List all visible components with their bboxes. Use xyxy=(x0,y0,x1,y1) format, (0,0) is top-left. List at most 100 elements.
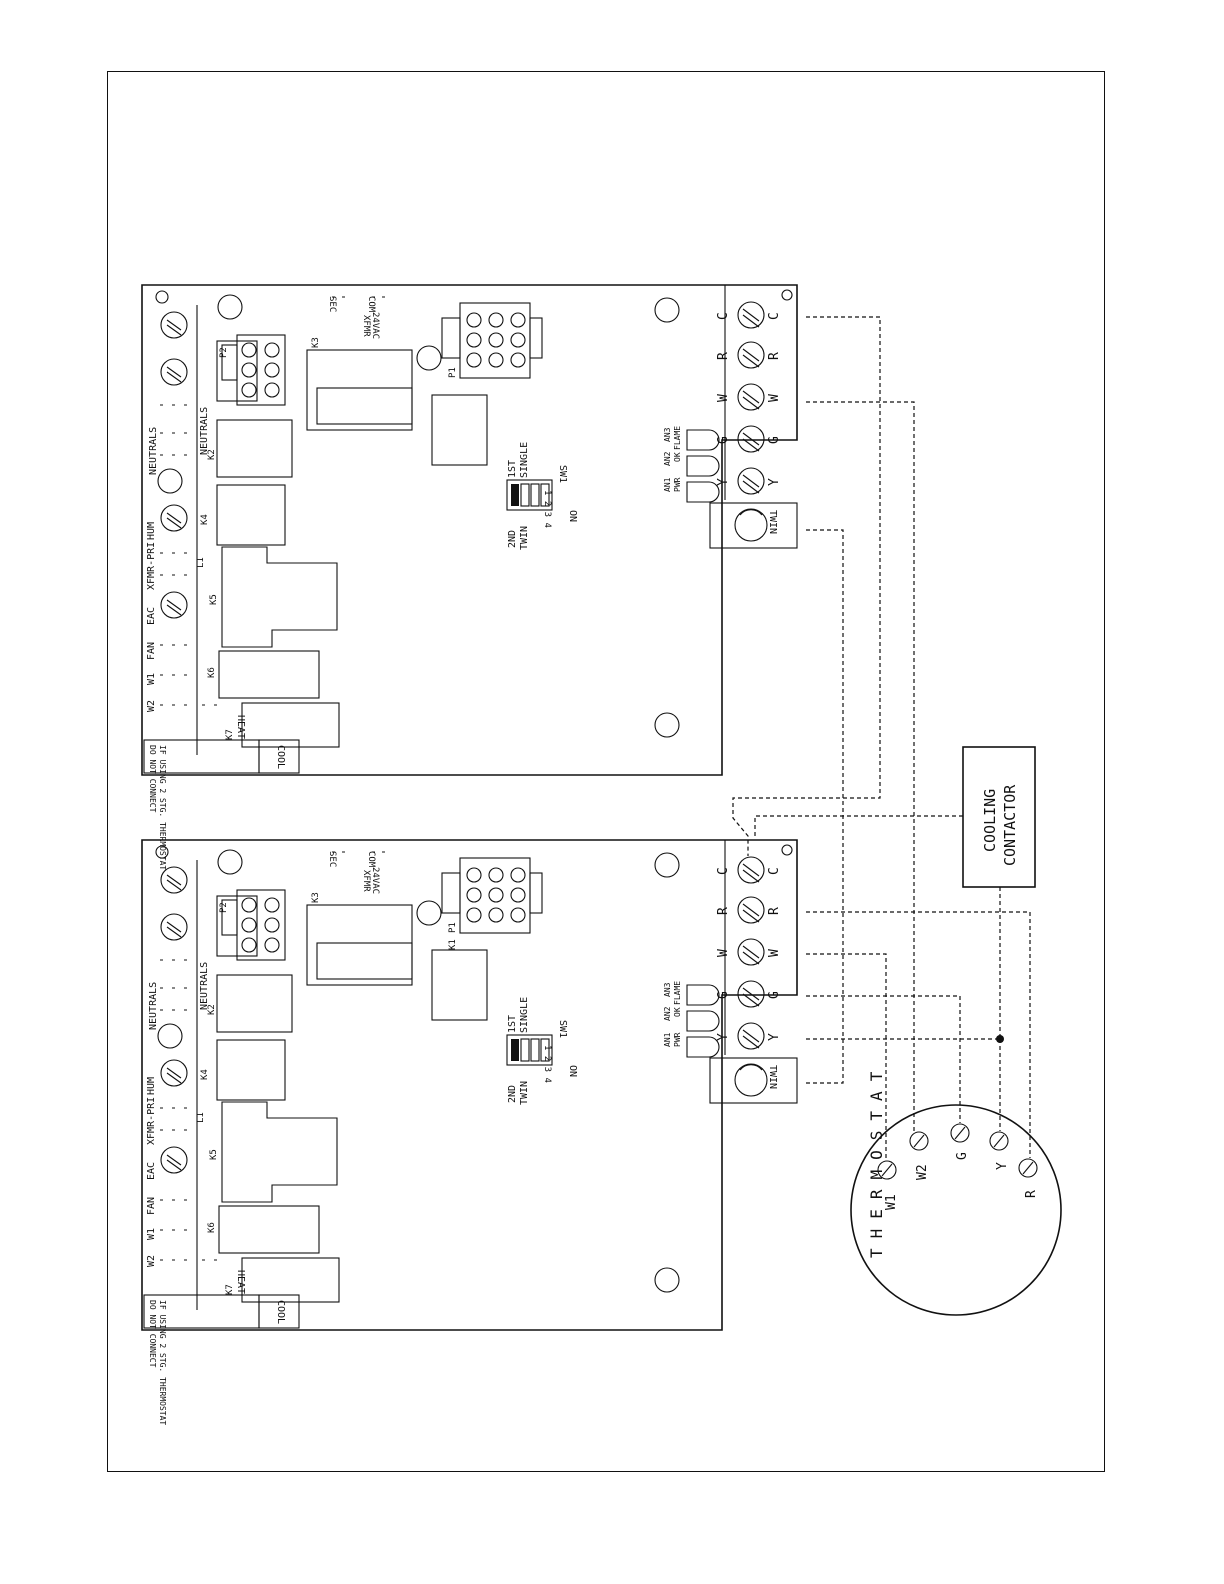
twin-2nd-label: 2ND xyxy=(507,1085,518,1103)
term-c-right: C xyxy=(767,312,782,320)
led-flame: FLAME xyxy=(673,426,682,450)
board-1-labels: NEUTRALS NEUTRALS HUM XFMR-PRI EAC FAN W… xyxy=(146,296,782,870)
cooling-contactor-line2: CONTACTOR xyxy=(1001,784,1019,866)
neutrals-label-b: NEUTRALS xyxy=(199,407,210,455)
stamp-line-1: DO NOT CONNECT xyxy=(148,1300,157,1368)
thermostat-term-g: G xyxy=(955,1152,970,1160)
24vac-label: 24VAC xyxy=(370,312,380,339)
twin-word-label: TWIN xyxy=(519,526,530,550)
term-r-right: R xyxy=(767,907,782,915)
term-w-left: W xyxy=(716,949,731,957)
p2-label: P2 xyxy=(219,902,229,913)
dip-nums-label: 1 2 3 4 xyxy=(542,1045,552,1083)
twin-word-label: TWIN xyxy=(519,1081,530,1105)
heat-label: HEAT xyxy=(235,715,246,739)
thermostat-terminals xyxy=(877,1123,1038,1180)
k4-label: K4 xyxy=(200,1069,210,1080)
term-c-left: C xyxy=(716,867,731,875)
stamp-line-2: IF USING 2 STG. THERMOSTAT xyxy=(158,745,167,870)
hum-label: HUM xyxy=(146,1077,157,1095)
term-w-left: W xyxy=(716,394,731,402)
thermostat-circle xyxy=(850,1104,1062,1316)
y-junction-dot xyxy=(996,1035,1004,1043)
thermostat-term-w2: W2 xyxy=(915,1164,930,1180)
24vac-label: 24VAC xyxy=(370,867,380,894)
k5-label: K5 xyxy=(209,1149,219,1160)
first-label: 1ST xyxy=(507,1015,518,1033)
k6-label: K6 xyxy=(207,667,217,678)
term-c-right: C xyxy=(767,867,782,875)
term-g-right: G xyxy=(767,436,782,444)
heat-label: HEAT xyxy=(235,1270,246,1294)
led-pwr: PWR xyxy=(673,477,682,492)
board-2-labels: NEUTRALS NEUTRALS HUM XFMR-PRI EAC FAN W… xyxy=(146,851,782,1425)
term-y-left: Y xyxy=(716,1033,731,1041)
term-r-left: R xyxy=(716,352,731,360)
w1-label: W1 xyxy=(146,673,157,685)
twin-term-label: TWIN xyxy=(767,1065,778,1089)
neutrals-label-a: NEUTRALS xyxy=(148,982,159,1030)
twin-2nd-label: 2ND xyxy=(507,530,518,548)
eac-label: EAC xyxy=(146,607,157,625)
on-label: ON xyxy=(567,510,578,522)
first-label: 1ST xyxy=(507,460,518,478)
w1-label: W1 xyxy=(146,1228,157,1240)
term-g-left: G xyxy=(716,991,731,999)
stamp-line-1: DO NOT CONNECT xyxy=(148,745,157,813)
on-label: ON xyxy=(567,1065,578,1077)
led-an2: AN2 xyxy=(663,1006,672,1021)
term-r-right: R xyxy=(767,352,782,360)
sw1-label: SW1 xyxy=(557,1020,568,1038)
field-wiring xyxy=(732,316,1031,1160)
thermostat-term-y: Y xyxy=(995,1162,1010,1170)
com-label: COM xyxy=(366,851,376,868)
led-an1: AN1 xyxy=(663,477,672,492)
led-an3: AN3 xyxy=(663,427,672,442)
xfmr-label: XFMR xyxy=(361,870,371,892)
fan-label: FAN xyxy=(146,642,157,660)
page-frame xyxy=(107,71,1105,1472)
k7-label: K7 xyxy=(225,729,235,740)
thermostat-term-w1: W1 xyxy=(884,1194,899,1210)
single-label: SINGLE xyxy=(519,997,530,1033)
fan-label: FAN xyxy=(146,1197,157,1215)
led-an2: AN2 xyxy=(663,451,672,466)
k3-label: K3 xyxy=(311,892,321,903)
led-pwr: PWR xyxy=(673,1032,682,1047)
p1-label: P1 xyxy=(448,922,458,933)
led-an3: AN3 xyxy=(663,982,672,997)
xfmr-pri-label: XFMR-PRI xyxy=(146,542,157,590)
k4-label: K4 xyxy=(200,514,210,525)
led-ok: OK xyxy=(673,1007,682,1017)
term-w-right: W xyxy=(767,949,782,957)
sw1-label: SW1 xyxy=(557,465,568,483)
thermostat-term-r: R xyxy=(1024,1190,1039,1198)
stamp-line-2: IF USING 2 STG. THERMOSTAT xyxy=(158,1300,167,1425)
com-label: COM xyxy=(366,296,376,313)
term-y-right: Y xyxy=(767,478,782,486)
neutrals-label-a: NEUTRALS xyxy=(148,427,159,475)
eac-label: EAC xyxy=(146,1162,157,1180)
cool-label: COOL xyxy=(275,1300,286,1324)
term-g-right: G xyxy=(767,991,782,999)
k1-label: K1 xyxy=(448,939,458,950)
k2-label: K2 xyxy=(207,449,217,460)
w2-label: W2 xyxy=(146,700,157,712)
hum-label: HUM xyxy=(146,522,157,540)
w2-label: W2 xyxy=(146,1255,157,1267)
p2-label: P2 xyxy=(219,347,229,358)
neutrals-label-b: NEUTRALS xyxy=(199,962,210,1010)
k7-label: K7 xyxy=(225,1284,235,1295)
term-r-left: R xyxy=(716,907,731,915)
term-y-right: Y xyxy=(767,1033,782,1041)
k5-label: K5 xyxy=(209,594,219,605)
k3-label: K3 xyxy=(311,337,321,348)
led-an1: AN1 xyxy=(663,1032,672,1047)
led-flame: FLAME xyxy=(673,981,682,1005)
l1-label: L1 xyxy=(196,1112,206,1123)
dip-nums-label: 1 2 3 4 xyxy=(542,490,552,528)
term-w-right: W xyxy=(767,394,782,402)
cool-label: COOL xyxy=(275,745,286,769)
term-c-left: C xyxy=(716,312,731,320)
